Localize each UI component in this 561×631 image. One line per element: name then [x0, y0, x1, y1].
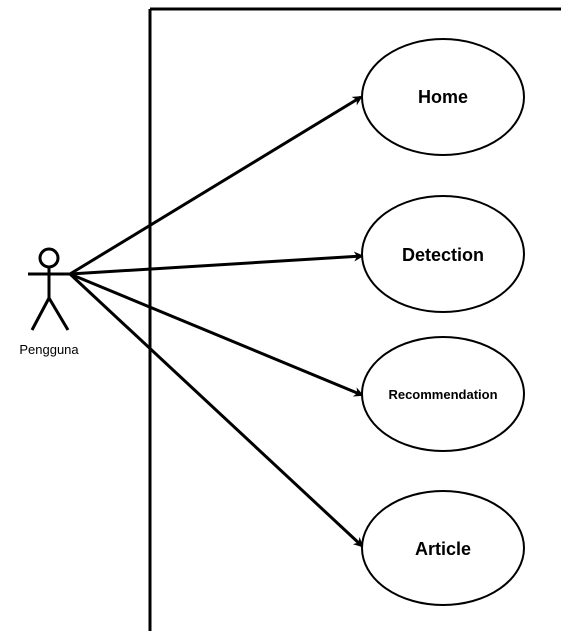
association-article — [68, 272, 364, 548]
association-detection — [69, 251, 364, 276]
use-case-home-label: Home — [418, 87, 468, 107]
system-boundary — [148, 7, 561, 631]
use-case-article: Article — [361, 490, 525, 606]
actor-pengguna: Pengguna — [19, 247, 79, 357]
use-case-recommendation: Recommendation — [361, 336, 525, 452]
use-case-detection-label: Detection — [402, 245, 484, 265]
use-case-article-label: Article — [415, 539, 471, 559]
actor-head — [38, 247, 60, 269]
use-case-home: Home — [361, 38, 525, 156]
association-recommendation — [69, 272, 364, 397]
actor-right-leg — [47, 297, 70, 331]
use-case-recommendation-label: Recommendation — [388, 387, 497, 402]
association-home — [69, 95, 363, 276]
use-case-detection: Detection — [361, 195, 525, 313]
actor-label: Pengguna — [19, 342, 79, 357]
associations — [68, 95, 364, 548]
actor-left-leg — [30, 297, 51, 331]
